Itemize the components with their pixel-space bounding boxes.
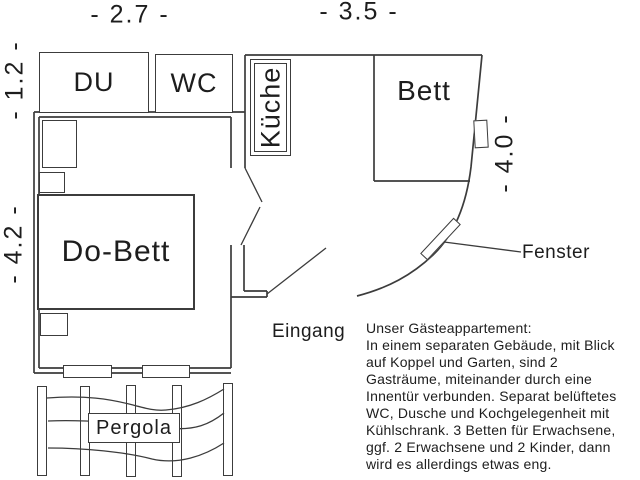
room-wc-label: WC [170,68,218,98]
pergola-label: Pergola [96,416,172,439]
window-bottom-left [63,365,112,378]
double-bed-label: Do-Bett [61,235,171,268]
pergola-post [37,386,47,476]
dimension-left-lower: - 4.2 - [0,204,28,284]
pergola-wavy-line [46,388,225,411]
description-line: Unser Gästeappartement: [366,320,532,336]
double-bed: Do-Bett [37,194,195,310]
pergola-label-box: Pergola [88,413,180,443]
description-line: Kühlschrank. 3 Betten für Erwachsene, [366,422,616,438]
dimension-top-right: - 3.5 - [319,0,399,26]
description-line: ggf. 2 Erwachsene und 2 Kinder, dann [366,439,611,455]
nightstand-rect-top [39,172,65,193]
eingang-label: Eingang [272,321,346,342]
kitchen-counter: Küche [250,59,291,156]
dimension-left-upper: - 1.2 - [0,40,29,120]
description-text: Unser Gästeappartement: In einem separat… [366,320,616,473]
dimension-top-left: - 2.7 - [90,0,170,29]
entrance-door-leaf [266,247,327,295]
description-line: Gasträume, miteinander durch eine [366,371,593,387]
window-bottom-right [142,365,190,378]
pergola-wavy-line [47,442,225,462]
fenster-label: Fenster [522,242,590,263]
dimension-right: - 4.0 - [490,113,519,193]
room-du-label: DU [73,67,115,97]
description-line: wird es allerdings etwas eng. [366,456,552,472]
description-line: WC, Dusche und Kochgelegenheit mit [366,405,610,421]
pergola-post [223,383,233,476]
description-line: Innentür verbunden. Separat belüftetes [366,388,617,404]
nightstand-rect-bottom [40,313,68,336]
curved-outer-wall [356,54,483,297]
inner-door-marker [244,167,263,203]
description-line: auf Koppel und Garten, sind 2 [366,354,558,370]
room-wc: WC [155,54,233,113]
fenster-leader-line [443,241,522,253]
description-line: In einem separaten Gebäude, mit Blick [366,337,615,353]
wardrobe-rect [42,120,77,168]
kitchen-counter-inner: Küche [254,63,287,152]
room-du: DU [39,52,149,113]
room-bett-label: Bett [397,75,451,106]
